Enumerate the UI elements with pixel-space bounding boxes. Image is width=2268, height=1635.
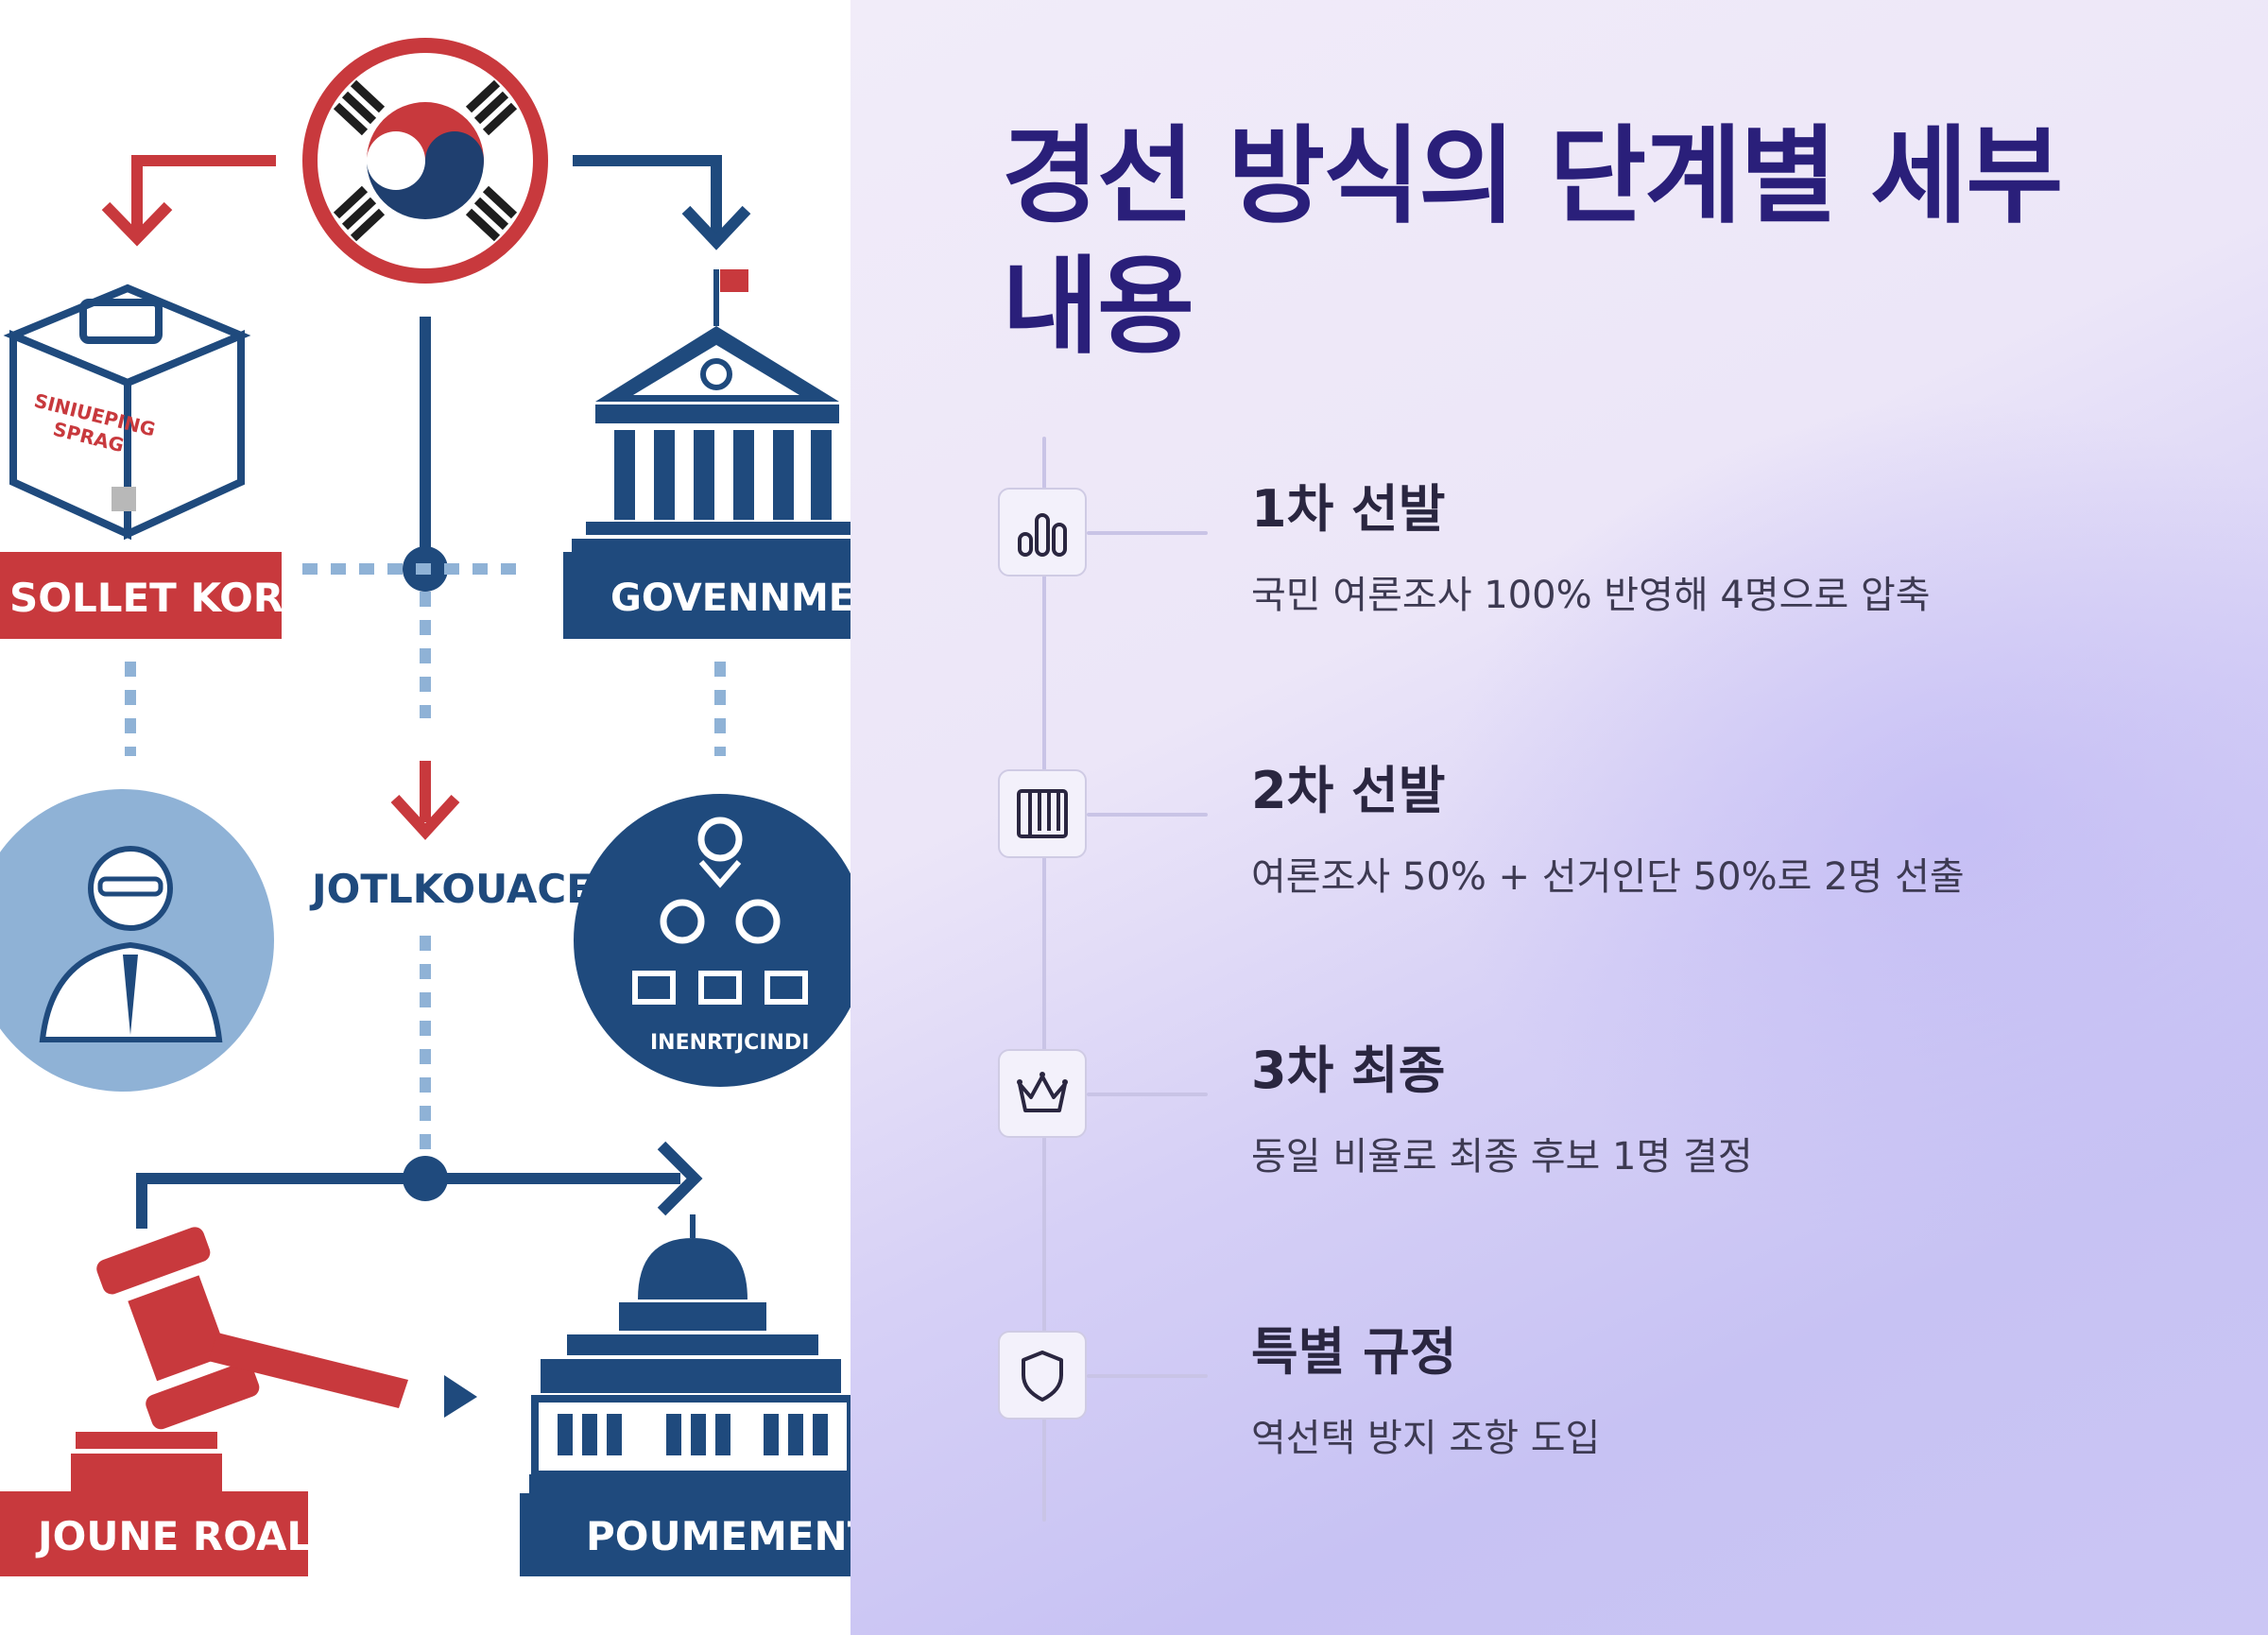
gavel-icon (71, 1227, 477, 1491)
step-3: 3차 최종 동일 비율로 최종 후보 1명 결정 (850, 1002, 2268, 1210)
page-title-line-2: 내용 (1002, 246, 1194, 369)
step-2: 2차 선발 여론조사 50% + 선거인단 50%로 2명 선출 (850, 722, 2268, 930)
label-top-right: GOVENNMENT (610, 577, 850, 620)
bar-chart-icon (998, 488, 1087, 577)
official-avatar-icon (0, 789, 274, 1092)
crown-icon (998, 1049, 1087, 1138)
illustration-svg: SINIUEPING SPRAG SOLLET KORW GOVENNMENT (0, 38, 850, 1576)
step-description: 여론조사 50% + 선거인단 50%로 2명 선출 (1251, 855, 1965, 899)
step-title: 2차 선발 (1251, 761, 1446, 820)
label-center: JOTLKOUACE (309, 866, 593, 912)
step-connector (1087, 1374, 1208, 1378)
step-title: 1차 선발 (1251, 479, 1446, 539)
capitol-building-icon (529, 1214, 850, 1493)
page-title-line-1: 경선 방식의 단계별 세부 (1002, 115, 2063, 238)
step-description: 역선택 방지 조항 도입 (1251, 1417, 1601, 1460)
step-connector (1087, 1093, 1208, 1096)
step-connector (1087, 813, 1208, 817)
shield-icon (998, 1331, 1087, 1420)
columns-icon (998, 769, 1087, 858)
page-title: 경선 방식의 단계별 세부 내용 (1002, 112, 2136, 372)
ballot-box-icon: SINIUEPING SPRAG (3, 284, 251, 541)
step-description: 국민 여론조사 100% 반영해 4명으로 압축 (1251, 574, 1931, 617)
people-group-icon: INENRTJCINDI (574, 794, 850, 1087)
timeline-line (1042, 437, 1046, 1522)
label-bottom-right: POUMEMENT (586, 1513, 850, 1559)
step-connector (1087, 531, 1208, 535)
label-bottom-left: JOUNE ROALE (35, 1513, 339, 1559)
step-description: 동일 비율로 최종 후보 1명 결정 (1251, 1135, 1753, 1179)
step-title: 3차 최종 (1251, 1041, 1446, 1100)
government-building-icon (572, 269, 850, 552)
step-title: 특별 규정 (1251, 1322, 1457, 1382)
label-people: INENRTJCINDI (650, 1031, 809, 1055)
label-top-left: SOLLET KORW (9, 575, 327, 621)
background-glow (1436, 397, 2268, 1248)
content-panel: 경선 방식의 단계별 세부 내용 1차 선발 국민 여론조사 100% 반영해 … (850, 0, 2268, 1635)
step-1: 1차 선발 국민 여론조사 100% 반영해 4명으로 압축 (850, 440, 2268, 648)
flowchart-illustration: SINIUEPING SPRAG SOLLET KORW GOVENNMENT (0, 0, 850, 1635)
step-4: 특별 규정 역선택 방지 조항 도입 (850, 1283, 2268, 1491)
korea-flag-emblem-icon (302, 38, 548, 284)
